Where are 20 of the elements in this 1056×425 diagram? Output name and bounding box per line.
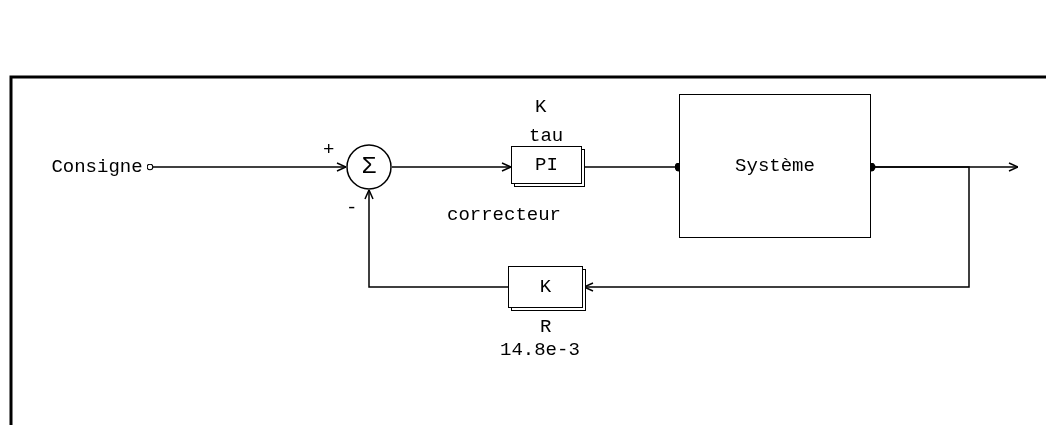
block-label: Consigne — [51, 157, 143, 177]
block-label: PI — [535, 155, 558, 175]
block-label: K — [539, 277, 552, 297]
connector-arrow — [364, 189, 509, 288]
connector-arrow — [583, 166, 970, 292]
parameter-label: R — [540, 318, 552, 337]
plus-sign: + — [323, 141, 335, 160]
connector-arrow — [146, 162, 347, 172]
block-label: Système — [735, 156, 815, 176]
gain-block — [508, 266, 583, 308]
block-caption: correcteur — [447, 206, 562, 225]
parameter-label: K — [535, 98, 547, 117]
summing-junction — [346, 144, 392, 190]
system-block — [679, 94, 871, 238]
minus-sign: - — [346, 199, 358, 218]
controller-block — [511, 146, 582, 184]
sum-symbol: Σ — [361, 155, 377, 179]
connector-arrow — [391, 162, 512, 172]
parameter-label: tau — [529, 127, 564, 146]
parameter-value: 14.8e-3 — [500, 341, 580, 360]
